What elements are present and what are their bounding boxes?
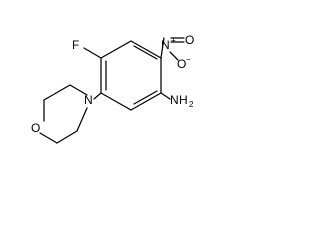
fluorine-bond [83,47,102,59]
amine-hydrogen-label: H [179,93,188,107]
nitro-nitrogen-label: N [161,38,170,52]
morpholine-bond-4 [39,132,58,144]
nitro-oxygen-charge: − [186,55,191,64]
morpholine-nitrogen-label: N [84,93,93,107]
amine-bond [160,92,171,100]
ring-double-bond-inner-3 [133,45,158,60]
nitro-oxygen-single-label: O [177,57,186,71]
nitro-n-o-single-bond [169,51,179,61]
amine-nitrogen-label: N [170,93,179,107]
structure-canvas: F N + O O − N O N H 2 [0,0,203,154]
ring-double-bond-inner-2 [133,90,158,105]
nitro-bond [160,37,165,59]
molecule-drawing: F N + O O − N O N H 2 [31,33,194,144]
ring-bond-2 [100,92,132,111]
amine-hydrogen-count: 2 [189,100,194,109]
morpholine-oxygen-label: O [31,121,40,135]
nitro-nitrogen-charge: + [171,36,176,45]
morpholine-bond-2 [43,84,71,101]
morpholine-bond-6 [76,107,88,132]
morpholine-bond-1 [69,84,88,96]
fluorine-atom-label: F [72,38,79,52]
morpholine-link-bond [93,92,102,100]
nitro-oxygen-double-label: O [185,33,194,47]
ring-bond-5 [130,40,162,59]
morpholine-bond-5 [56,130,78,144]
ring-bond-6 [100,40,132,59]
ring-bond-3 [130,92,162,111]
